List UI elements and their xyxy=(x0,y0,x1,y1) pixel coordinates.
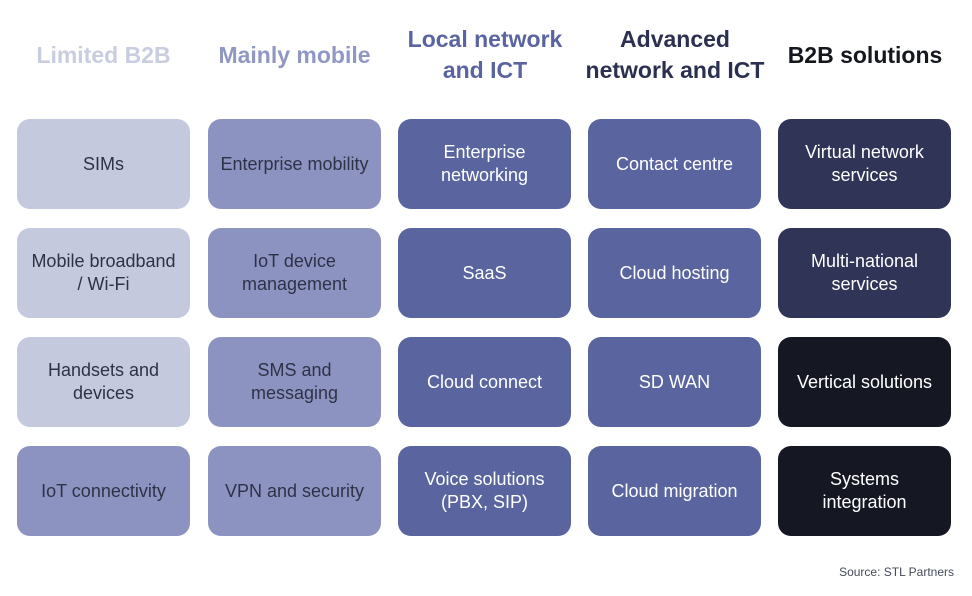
capability-label: Cloud connect xyxy=(426,371,543,392)
capability-box: Enterprise mobility xyxy=(208,119,381,209)
capability-label: Mobile broadband / Wi-Fi xyxy=(31,251,176,294)
capability-box: Cloud migration xyxy=(588,446,761,536)
capability-label: IoT device management xyxy=(241,251,348,294)
column-header: Limited B2B xyxy=(36,41,171,68)
capability-box: Enterprise networking xyxy=(398,119,571,209)
capability-box: Virtual network services xyxy=(778,119,951,209)
capability-box: VPN and security xyxy=(208,446,381,536)
capability-label: IoT connectivity xyxy=(41,480,166,501)
capability-label: SIMs xyxy=(82,153,124,174)
capability-label: Vertical solutions xyxy=(796,371,933,392)
capability-label: Systems integration xyxy=(822,469,907,512)
capability-label: Enterprise mobility xyxy=(220,153,369,174)
capability-label: Multi-national services xyxy=(810,251,919,294)
column-header: Mainly mobile xyxy=(218,41,371,68)
capability-box: SMS and messaging xyxy=(208,337,381,427)
capability-box: Multi-national services xyxy=(778,228,951,318)
capability-box: Vertical solutions xyxy=(778,337,951,427)
capability-box: IoT connectivity xyxy=(17,446,190,536)
capability-box: Mobile broadband / Wi-Fi xyxy=(17,228,190,318)
capability-label: Virtual network services xyxy=(805,142,924,185)
capability-box: SaaS xyxy=(398,228,571,318)
capability-label: Cloud migration xyxy=(611,480,738,501)
capability-box: SIMs xyxy=(17,119,190,209)
capability-label: SD WAN xyxy=(638,371,711,392)
capability-label: VPN and security xyxy=(224,480,365,501)
capability-box: Voice solutions (PBX, SIP) xyxy=(398,446,571,536)
column-header: B2B solutions xyxy=(787,41,943,68)
capability-label: Enterprise networking xyxy=(440,142,529,185)
capability-box: Cloud connect xyxy=(398,337,571,427)
capability-label: SMS and messaging xyxy=(250,360,339,403)
capability-box: Contact centre xyxy=(588,119,761,209)
column-header: Advanced network and ICT xyxy=(585,26,765,83)
capability-label: Cloud hosting xyxy=(619,262,730,283)
capability-label: SaaS xyxy=(462,262,507,283)
capability-box: Handsets and devices xyxy=(17,337,190,427)
capability-box: IoT device management xyxy=(208,228,381,318)
capability-label: Voice solutions (PBX, SIP) xyxy=(424,469,545,512)
capability-label: Handsets and devices xyxy=(47,360,160,403)
capability-box: Systems integration xyxy=(778,446,951,536)
capability-box: Cloud hosting xyxy=(588,228,761,318)
column-header: Local network and ICT xyxy=(407,26,563,83)
capability-label: Contact centre xyxy=(615,153,734,174)
capability-box: SD WAN xyxy=(588,337,761,427)
source-note: Source: STL Partners xyxy=(839,565,954,579)
